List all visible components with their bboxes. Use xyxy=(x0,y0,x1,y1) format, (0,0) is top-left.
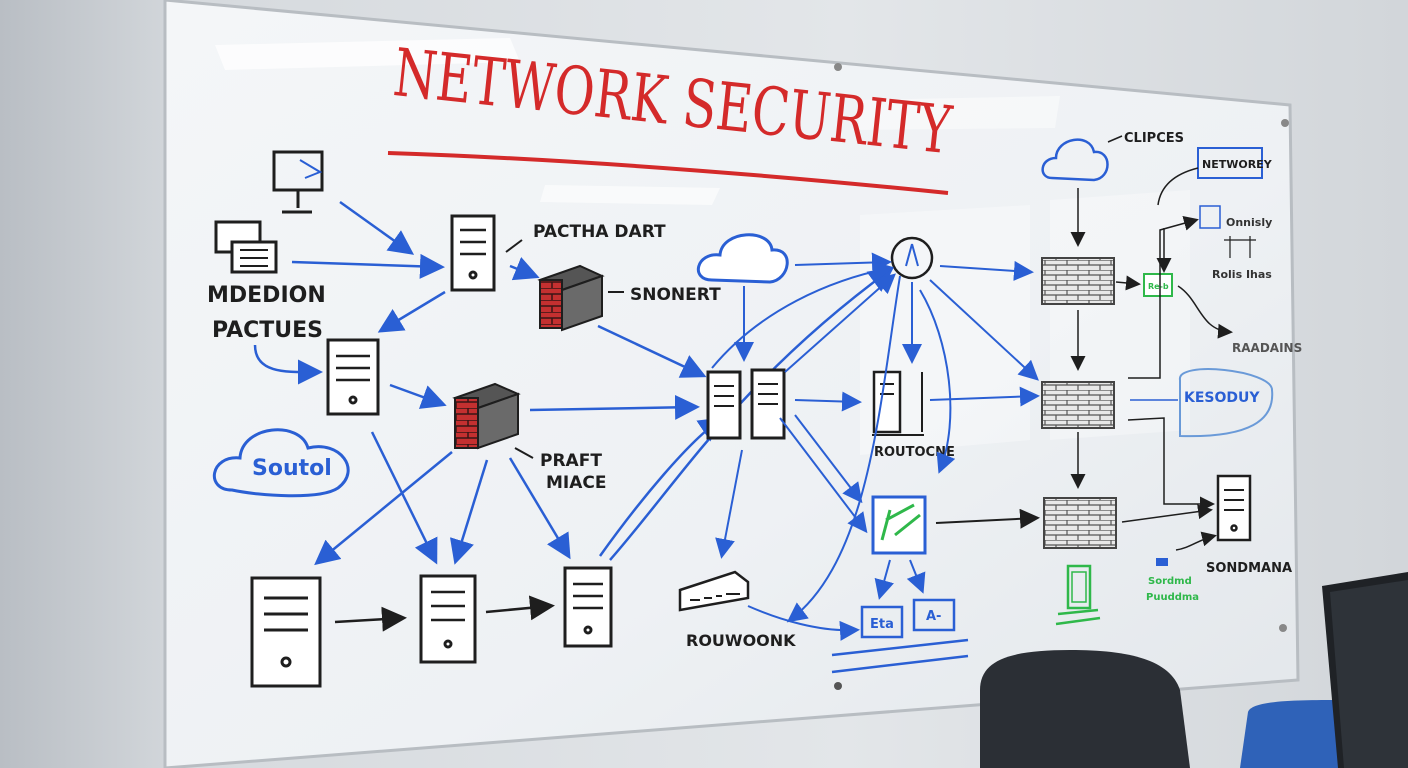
arrow xyxy=(485,595,555,621)
firewall-icon xyxy=(537,264,605,332)
connection-arrows xyxy=(711,252,1040,641)
computer-icon xyxy=(272,150,324,214)
office-chair xyxy=(980,650,1190,768)
right-cloud-label: CLIPCES xyxy=(1124,131,1184,146)
mount-pin xyxy=(834,682,842,690)
bottom-right-label: SONDMANA xyxy=(1206,561,1292,576)
server-rack-icon xyxy=(706,368,786,440)
network-box xyxy=(1197,147,1263,179)
cloud-icon xyxy=(696,233,789,284)
server-icon xyxy=(250,576,322,688)
cloud-icon xyxy=(213,428,350,498)
cloud-icon xyxy=(1041,138,1109,182)
green-device-icon xyxy=(1055,564,1101,626)
router-icon xyxy=(678,570,750,612)
mount-pin xyxy=(1279,624,1287,632)
firewall-label-2-line2: MIACE xyxy=(546,473,607,493)
server-icon xyxy=(1216,474,1252,542)
firewall-label-1: SNONERT xyxy=(630,285,721,305)
title-underline xyxy=(387,151,949,195)
mount-pin xyxy=(1281,119,1289,127)
firewall-wall-icon xyxy=(1041,381,1115,429)
green-box-label: Re-b xyxy=(1148,282,1169,291)
pointer-line xyxy=(514,447,534,459)
server-icon xyxy=(563,566,613,648)
security-panel-icon xyxy=(871,495,927,555)
mid-server-label: ROUTOCNE xyxy=(874,445,955,460)
server-icon xyxy=(450,214,496,292)
documents-icon xyxy=(214,220,278,274)
monitor-screen xyxy=(1330,580,1408,768)
light-reflection xyxy=(540,185,720,205)
cloud-outline xyxy=(1179,368,1274,438)
window-reflection xyxy=(860,205,1030,455)
top-left-label-line2: PACTUES xyxy=(212,318,323,343)
pointer-line xyxy=(1107,135,1123,143)
small-box-1-label: Eta xyxy=(870,617,894,632)
small-box-2-label: A- xyxy=(926,609,941,624)
small-box xyxy=(912,598,956,632)
device-icon xyxy=(1199,205,1221,229)
mount-pin xyxy=(834,63,842,71)
server-label: PACTHA DART xyxy=(533,222,666,242)
server-icon xyxy=(419,574,477,664)
blue-chair xyxy=(1240,700,1345,768)
pointer-line xyxy=(1157,167,1199,206)
arrow xyxy=(334,606,407,632)
small-note-line2: Rolis Ihas xyxy=(1212,268,1272,281)
top-left-label-line1: MDEDION xyxy=(207,283,326,308)
server-icon xyxy=(326,338,380,416)
connection-lines xyxy=(1070,188,1233,551)
firewall-wall-icon xyxy=(1043,497,1117,549)
firewall-label-2-line1: PRAFT xyxy=(540,451,602,471)
arrow xyxy=(935,508,1040,529)
small-box xyxy=(860,605,904,639)
cloud-left-label: Soutol xyxy=(252,456,332,481)
green-note-line2: Puuddma xyxy=(1146,592,1199,603)
firewall-icon xyxy=(452,382,521,450)
device-legs xyxy=(1224,236,1256,258)
right-box-label: KESODUY xyxy=(1184,390,1260,406)
right-label-1: RAADAINS xyxy=(1232,341,1302,355)
hub-icon xyxy=(890,236,934,280)
light-reflection xyxy=(858,96,1060,130)
small-marker xyxy=(1156,558,1168,566)
light-reflection xyxy=(215,38,520,70)
underline-strokes xyxy=(831,638,969,674)
green-note-line1: Sordmd xyxy=(1148,576,1192,587)
green-box xyxy=(1143,273,1173,297)
pointer-line xyxy=(505,239,523,253)
small-note-line1: Onnisly xyxy=(1226,216,1272,229)
firewall-wall-icon xyxy=(1041,257,1115,305)
router-label: ROUWOONK xyxy=(686,631,796,650)
network-box-label: NETWOREY xyxy=(1202,158,1273,171)
